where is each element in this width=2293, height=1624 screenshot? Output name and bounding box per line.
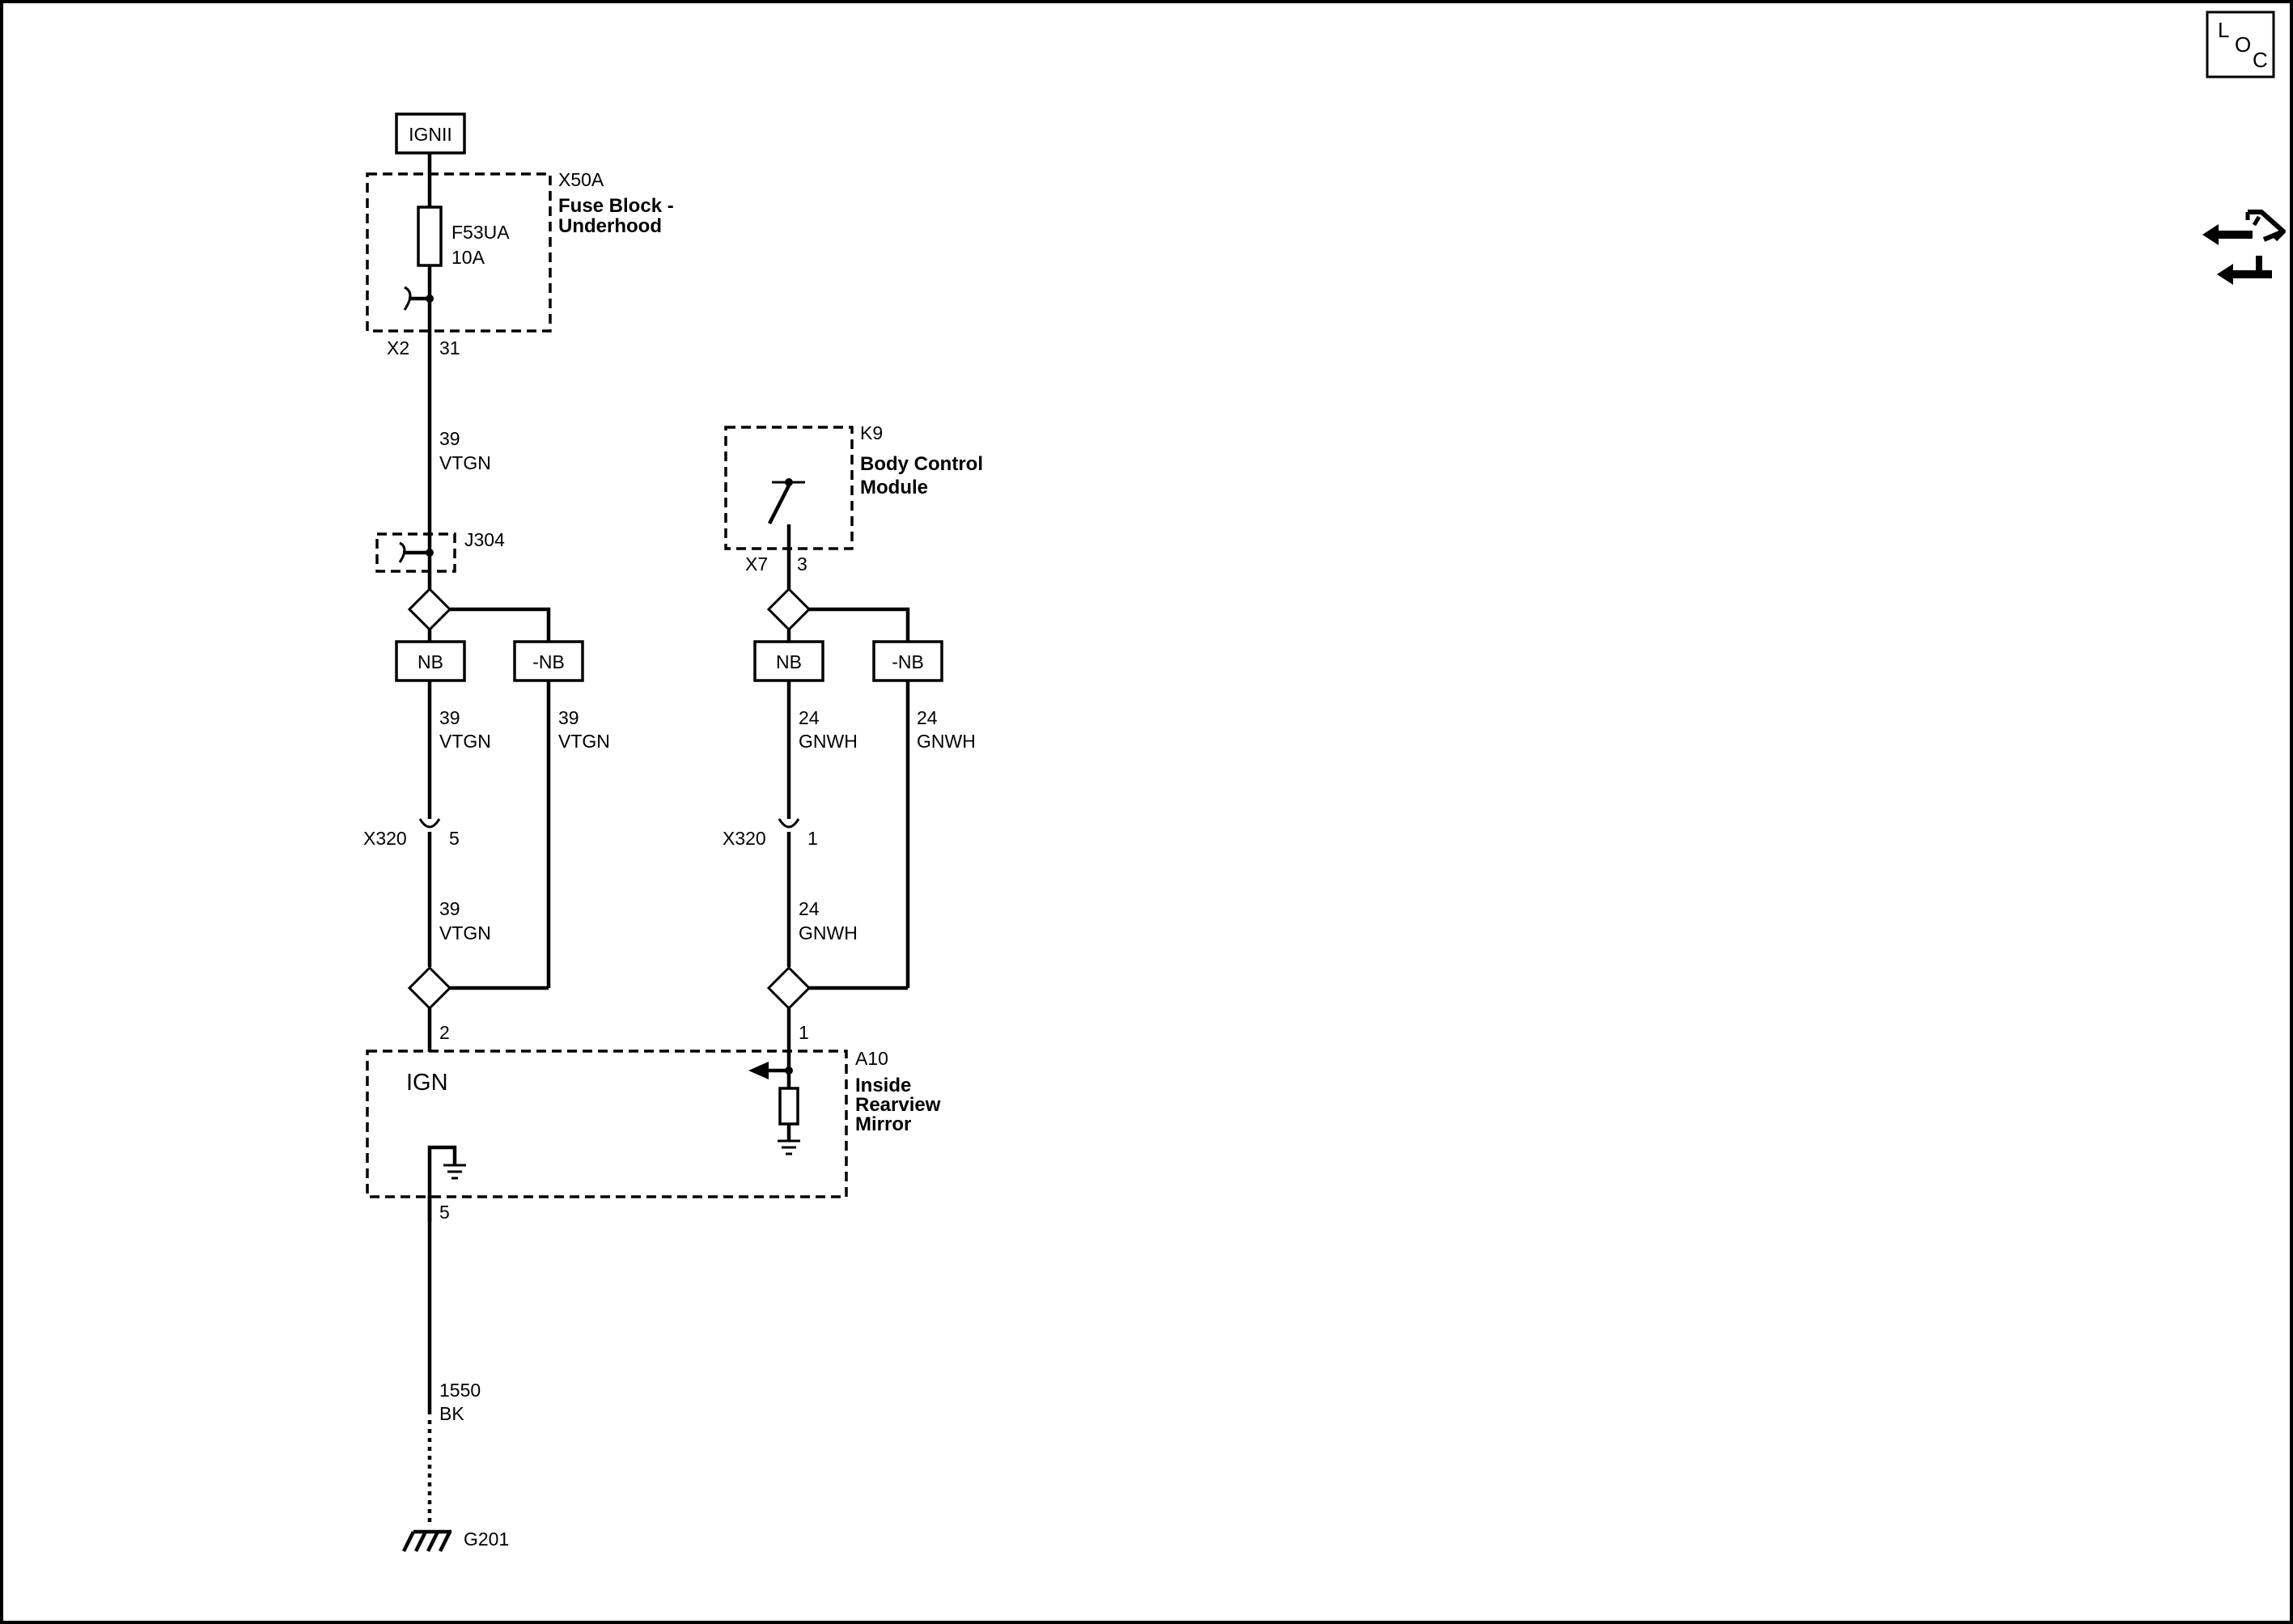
option-label-right-nb: NB	[776, 651, 802, 672]
fuse-block-connector: X2	[387, 337, 409, 358]
splice-curl	[398, 541, 406, 563]
mirror-input-arrow	[748, 1062, 769, 1079]
bcm-pin: 3	[797, 553, 807, 575]
fuse-block-name-2: Underhood	[558, 215, 662, 237]
loc-letter-l: L	[2218, 18, 2229, 42]
power-source-label: IGNII	[409, 124, 452, 145]
wire-color-left-nb: VTGN	[439, 731, 491, 752]
fuse-block-outline	[366, 172, 552, 333]
inline-connector-left-pin: 5	[449, 828, 460, 849]
mirror-name-3: Mirror	[855, 1113, 911, 1135]
inline-connector-right-pin: 1	[807, 828, 818, 849]
wire-size-ground: 1550	[439, 1380, 481, 1401]
wire-left-nonb-branch-top	[450, 607, 551, 642]
wire-size-right-nb-lower: 24	[799, 898, 820, 919]
bcm-name-1: Body Control	[860, 453, 983, 475]
mirror-resistor	[778, 1087, 799, 1126]
loc-letter-c: C	[2253, 48, 2268, 72]
chassis-ground-leg-4	[438, 1530, 452, 1553]
option-node-left-bottom	[407, 965, 452, 1011]
inline-connector-right-ref: X320	[723, 828, 766, 849]
option-node-left-top	[407, 587, 452, 632]
ground-ref: G201	[464, 1529, 509, 1550]
mirror-name-2: Rearview	[855, 1094, 941, 1116]
fuse-block-ref: X50A	[558, 169, 604, 190]
wire-size-left-nb: 39	[439, 707, 460, 728]
loc-badge[interactable]	[2206, 11, 2275, 78]
option-label-left-nonb: -NB	[532, 651, 565, 672]
bcm-connector: X7	[745, 553, 768, 575]
fuse-block-name-1: Fuse Block -	[558, 195, 674, 217]
chassis-ground-leg-2	[413, 1530, 428, 1553]
bcm-switch-dot	[785, 478, 793, 486]
fuse-symbol	[417, 206, 443, 267]
wire-color-ground: BK	[439, 1403, 464, 1424]
fuse-rating: 10A	[451, 247, 485, 268]
wire-color-right-nb-lower: GNWH	[799, 922, 858, 943]
option-box-left-nb	[395, 640, 466, 682]
mirror-ign-terminal: IGN	[406, 1070, 448, 1096]
wire-size-upper: 39	[439, 428, 460, 449]
chassis-ground-leg-1	[401, 1530, 416, 1553]
wire-color-right-nonb: GNWH	[917, 731, 976, 752]
mirror-outline	[366, 1049, 848, 1198]
inline-connector-left-symbol	[418, 818, 441, 829]
wire-size-right-nonb: 24	[917, 707, 938, 728]
wire-color-left-nonb: VTGN	[558, 731, 610, 752]
fuse-block-bus-dot	[426, 295, 434, 303]
mirror-name-1: Inside	[855, 1075, 911, 1096]
wire-size-right-nb: 24	[799, 707, 820, 728]
splice-outline	[375, 532, 456, 573]
inline-connector-left-ref: X320	[363, 828, 407, 849]
mirror-pin-ign: 2	[439, 1022, 450, 1043]
wire-color-left-nb-lower: VTGN	[439, 922, 491, 943]
option-node-right-top	[766, 587, 812, 632]
navigation-arrows-icon[interactable]	[2202, 210, 2286, 285]
bcm-switch-arm	[767, 484, 791, 525]
fuse-id: F53UA	[451, 222, 510, 243]
mirror-pin-signal: 1	[799, 1022, 809, 1043]
splice-dot	[426, 549, 434, 557]
bcm-ref: K9	[860, 422, 883, 443]
wire-size-left-nonb: 39	[558, 707, 579, 728]
option-box-left-nonb	[513, 640, 584, 682]
fuse-block-bus-curl	[403, 286, 412, 311]
option-label-left-nb: NB	[417, 651, 443, 672]
bcm-name-2: Module	[860, 477, 928, 498]
inline-connector-right-symbol	[778, 818, 800, 829]
wire-color-upper: VTGN	[439, 452, 491, 473]
mirror-ground-internal	[427, 1145, 457, 1222]
chassis-ground-leg-3	[426, 1530, 440, 1553]
mirror-ref: A10	[855, 1048, 888, 1069]
wire-right-nonb-branch-top	[809, 607, 910, 642]
mirror-pin-ground: 5	[439, 1202, 450, 1223]
splice-ref: J304	[464, 529, 505, 550]
option-label-right-nonb: -NB	[892, 651, 924, 672]
option-node-right-bottom	[766, 965, 812, 1011]
fuse-block-pin: 31	[439, 337, 460, 358]
loc-letter-o: O	[2235, 32, 2251, 57]
mirror-input-dot	[785, 1066, 793, 1075]
wire-size-left-nb-lower: 39	[439, 898, 460, 919]
wire-color-right-nb: GNWH	[799, 731, 858, 752]
